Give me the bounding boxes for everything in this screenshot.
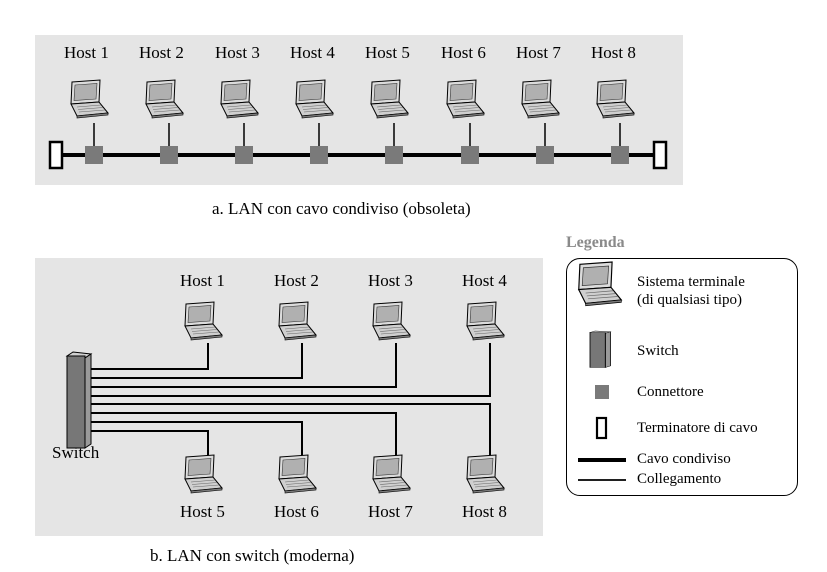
bottom-host-label-8: Host 8: [462, 502, 507, 521]
legend-connector-icon: [595, 385, 609, 399]
top-host-label-3: Host 3: [215, 43, 260, 62]
right-cable-terminator: [652, 140, 668, 170]
bottom-host-1-laptop-icon: [184, 301, 223, 341]
bottom-host-label-5: Host 5: [180, 502, 225, 521]
switch-links: [91, 343, 491, 457]
bottom-host-label-2: Host 2: [274, 271, 319, 290]
top-host-label-7: Host 7: [516, 43, 561, 62]
top-host-4-laptop-icon: [295, 79, 334, 119]
top-host-label-4: Host 4: [290, 43, 335, 62]
top-connectors: [85, 146, 629, 164]
top-host-1-laptop-icon: [70, 79, 109, 119]
bottom-host-label-3: Host 3: [368, 271, 413, 290]
left-cable-terminator: [48, 140, 64, 170]
top-host-label-1: Host 1: [64, 43, 109, 62]
top-host-7-laptop-icon: [521, 79, 560, 119]
bottom-host-label-6: Host 6: [274, 502, 319, 521]
top-host-label-2: Host 2: [139, 43, 184, 62]
legend-connector-label: Connettore: [637, 384, 704, 400]
legend-switch-icon: [589, 330, 611, 368]
legend-switch-label: Switch: [637, 343, 679, 359]
bottom-host-3-laptop-icon: [372, 301, 411, 341]
top-host-8-laptop-icon: [596, 79, 635, 119]
caption-switched-lan: b. LAN con switch (moderna): [150, 546, 355, 565]
top-host-label-6: Host 6: [441, 43, 486, 62]
switch-label: Switch: [52, 443, 100, 462]
legend-terminal-label-line1: Sistema terminale: [637, 274, 745, 290]
top-host-6-laptop-icon: [446, 79, 485, 119]
switch-icon: [66, 351, 92, 449]
top-host-label-5: Host 5: [365, 43, 410, 62]
bottom-host-7-laptop-icon: [372, 454, 411, 494]
top-host-3-laptop-icon: [220, 79, 259, 119]
bottom-host-label-4: Host 4: [462, 271, 507, 290]
top-host-5-laptop-icon: [370, 79, 409, 119]
shared-cable-lan-panel: [35, 35, 683, 185]
top-host-label-8: Host 8: [591, 43, 636, 62]
legend-title: Legenda: [566, 234, 625, 251]
legend-shared-cable-label: Cavo condiviso: [637, 451, 731, 467]
legend-link-label: Collegamento: [637, 471, 722, 487]
bottom-host-8-laptop-icon: [466, 454, 505, 494]
legend-terminator-label: Terminatore di cavo: [637, 420, 758, 436]
caption-shared-cable-lan: a. LAN con cavo condiviso (obsoleta): [212, 199, 471, 218]
bottom-host-label-7: Host 7: [368, 502, 413, 521]
bottom-host-6-laptop-icon: [278, 454, 317, 494]
bottom-host-4-laptop-icon: [466, 301, 505, 341]
legend-terminator-icon: [595, 416, 608, 440]
bottom-host-label-1: Host 1: [180, 271, 225, 290]
top-host-2-laptop-icon: [145, 79, 184, 119]
legend-terminal-icon: [578, 261, 622, 307]
bottom-host-5-laptop-icon: [184, 454, 223, 494]
bottom-host-2-laptop-icon: [278, 301, 317, 341]
legend-terminal-label-line2: (di qualsiasi tipo): [637, 292, 742, 308]
